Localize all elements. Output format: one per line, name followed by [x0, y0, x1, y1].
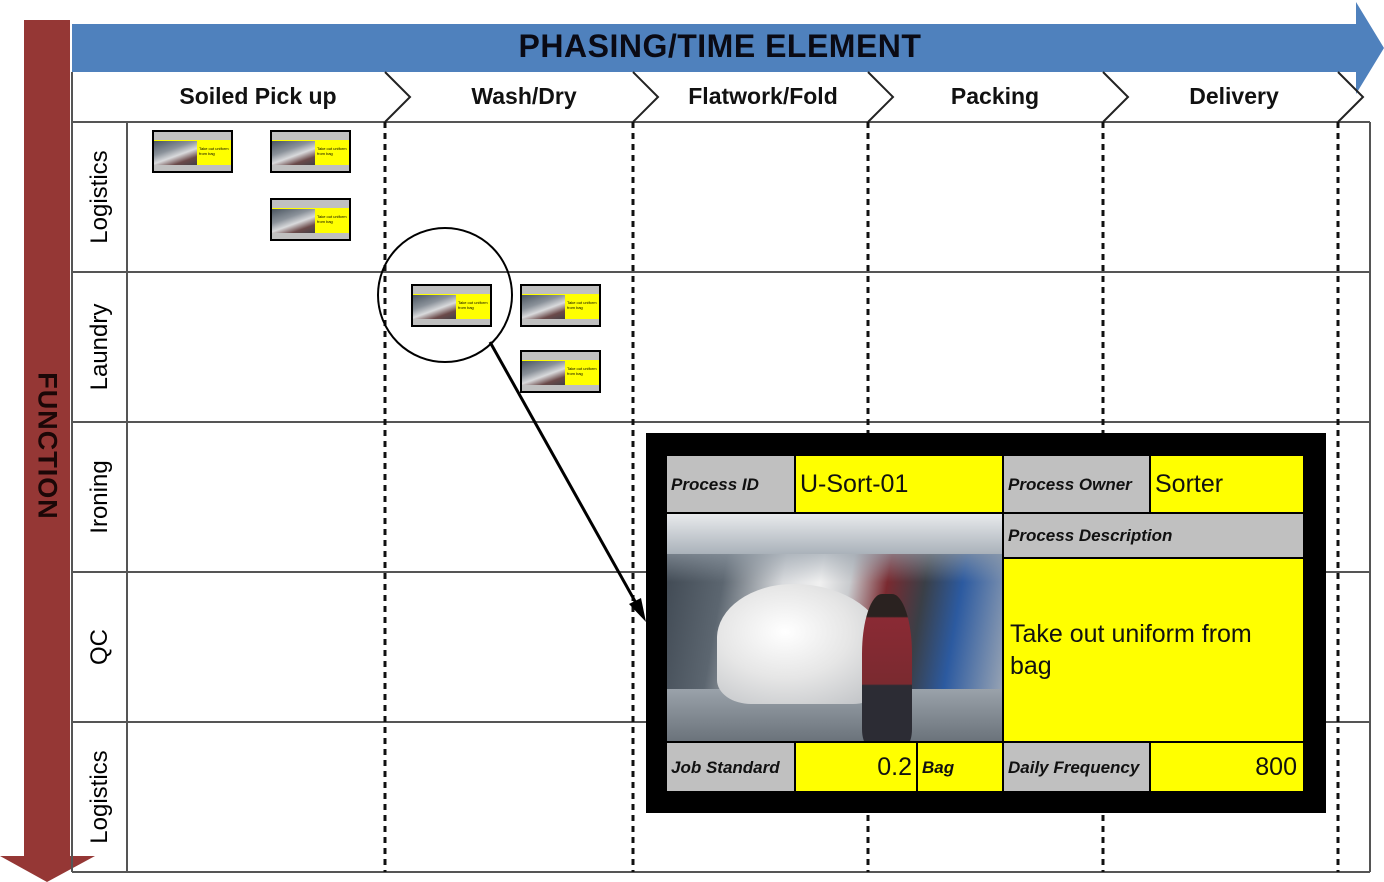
process-photo-thumbnail — [154, 141, 197, 167]
zoom-pointer-arrow — [488, 341, 643, 613]
process-card-thumbnail[interactable]: Take out uniform from bag — [520, 284, 601, 327]
process-card-thumbnail[interactable]: Take out uniform from bag — [152, 130, 233, 173]
phase-soiled-pick-up: Soiled Pick up — [179, 83, 337, 109]
process-owner-value-cell: Sorter — [1151, 456, 1303, 512]
phase-delivery: Delivery — [1189, 83, 1279, 109]
daily-frequency-value-cell: 800 — [1151, 743, 1303, 791]
job-unit-value: Bag — [922, 757, 955, 777]
job-unit-cell: Bag — [918, 743, 1002, 791]
time-arrow — [72, 2, 1384, 94]
process-card-thumbnail-highlighted[interactable]: Take out uniform from bag — [411, 284, 492, 327]
zoom-pointer-arrowhead — [629, 598, 646, 622]
function-qc: QC — [86, 629, 113, 665]
time-axis-title: PHASING/TIME ELEMENT — [518, 28, 922, 64]
function-laundry: Laundry — [86, 303, 113, 391]
process-card-detail: Process ID U-Sort-01 Process Owner Sorte… — [646, 433, 1326, 813]
process-photo-thumbnail — [413, 295, 456, 321]
phase-flatwork-fold: Flatwork/Fold — [688, 83, 838, 109]
zoom-circle — [377, 227, 513, 363]
process-description-value: Take out uniform from bag — [1010, 620, 1252, 680]
process-photo-thumbnail — [272, 141, 315, 167]
process-photo-thumbnail — [522, 295, 565, 321]
process-description-label: Process Description — [1008, 526, 1173, 545]
process-id-value-cell: U-Sort-01 — [796, 456, 1002, 512]
process-id-label-cell: Process ID — [667, 456, 794, 512]
function-logistics-2: Logistics — [86, 750, 113, 844]
function-arrow — [0, 20, 95, 882]
process-id-value: U-Sort-01 — [800, 469, 909, 498]
process-description-value-cell: Take out uniform from bag — [1004, 559, 1303, 741]
phase-chevrons — [384, 71, 1365, 123]
process-owner-label: Process Owner — [1008, 474, 1132, 494]
process-owner-value: Sorter — [1155, 469, 1224, 498]
function-axis-title: FUNCTION — [32, 372, 63, 520]
process-card-thumbnail[interactable]: Take out uniform from bag — [270, 198, 351, 241]
process-photo-thumbnail — [272, 209, 315, 235]
process-description-label-cell: Process Description — [1004, 514, 1303, 557]
daily-frequency-label-cell: Daily Frequency — [1004, 743, 1149, 791]
phase-wash-dry: Wash/Dry — [471, 83, 577, 109]
process-owner-label-cell: Process Owner — [1004, 456, 1149, 512]
function-logistics: Logistics — [86, 150, 113, 244]
process-photo-thumbnail — [522, 361, 565, 387]
daily-frequency-value: 800 — [1255, 752, 1297, 781]
daily-frequency-label: Daily Frequency — [1008, 757, 1140, 777]
job-standard-value-cell: 0.2 — [796, 743, 916, 791]
process-photo — [667, 514, 1002, 741]
phase-packing: Packing — [950, 83, 1040, 109]
job-standard-label: Job Standard — [671, 757, 780, 777]
job-standard-value: 0.2 — [877, 752, 912, 781]
job-standard-label-cell: Job Standard — [667, 743, 794, 791]
process-card-thumbnail[interactable]: Take out uniform from bag — [270, 130, 351, 173]
function-ironing: Ironing — [86, 460, 113, 534]
process-card-thumbnail[interactable]: Take out uniform from bag — [520, 350, 601, 393]
process-id-label: Process ID — [671, 474, 759, 494]
